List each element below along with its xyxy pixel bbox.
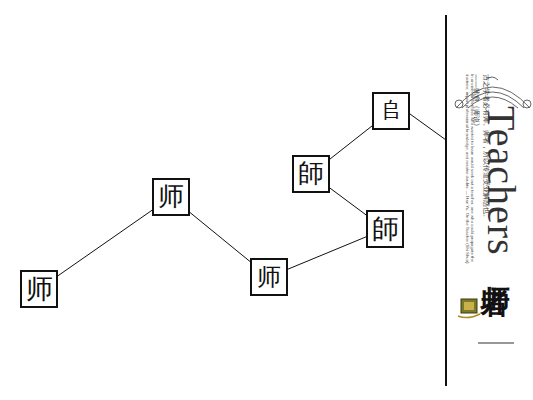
evolution-line <box>190 213 250 262</box>
evolution-line <box>288 237 366 269</box>
lishu-box: 師 <box>366 210 404 248</box>
caoshu-box: 师 <box>250 258 288 296</box>
lead-line <box>410 114 446 140</box>
kaishu-box: 师 <box>20 270 58 308</box>
divider-line <box>445 15 447 386</box>
character-form: 師 <box>372 216 399 243</box>
character-form: 师 <box>26 276 53 303</box>
english-translation: In ancient times those who wanted to lea… <box>464 74 474 264</box>
evolution-line <box>330 126 372 159</box>
xingshu-box: 师 <box>152 178 190 216</box>
evolution-line <box>330 188 366 215</box>
seal-stamp <box>458 299 480 318</box>
jiaguwen-box: 𠂤 <box>372 92 410 130</box>
evolution-line <box>58 210 152 276</box>
character-form: 师 <box>158 184 184 210</box>
character-form: 师 <box>257 265 281 289</box>
jinwen-box: 師 <box>292 155 330 193</box>
underline <box>478 343 514 344</box>
character-form: 𠂤 <box>380 100 402 122</box>
quote-text: 古之学者必有师。师者，所以传道受业解惑也。 <box>482 74 490 221</box>
character-form: 師 <box>298 161 324 187</box>
